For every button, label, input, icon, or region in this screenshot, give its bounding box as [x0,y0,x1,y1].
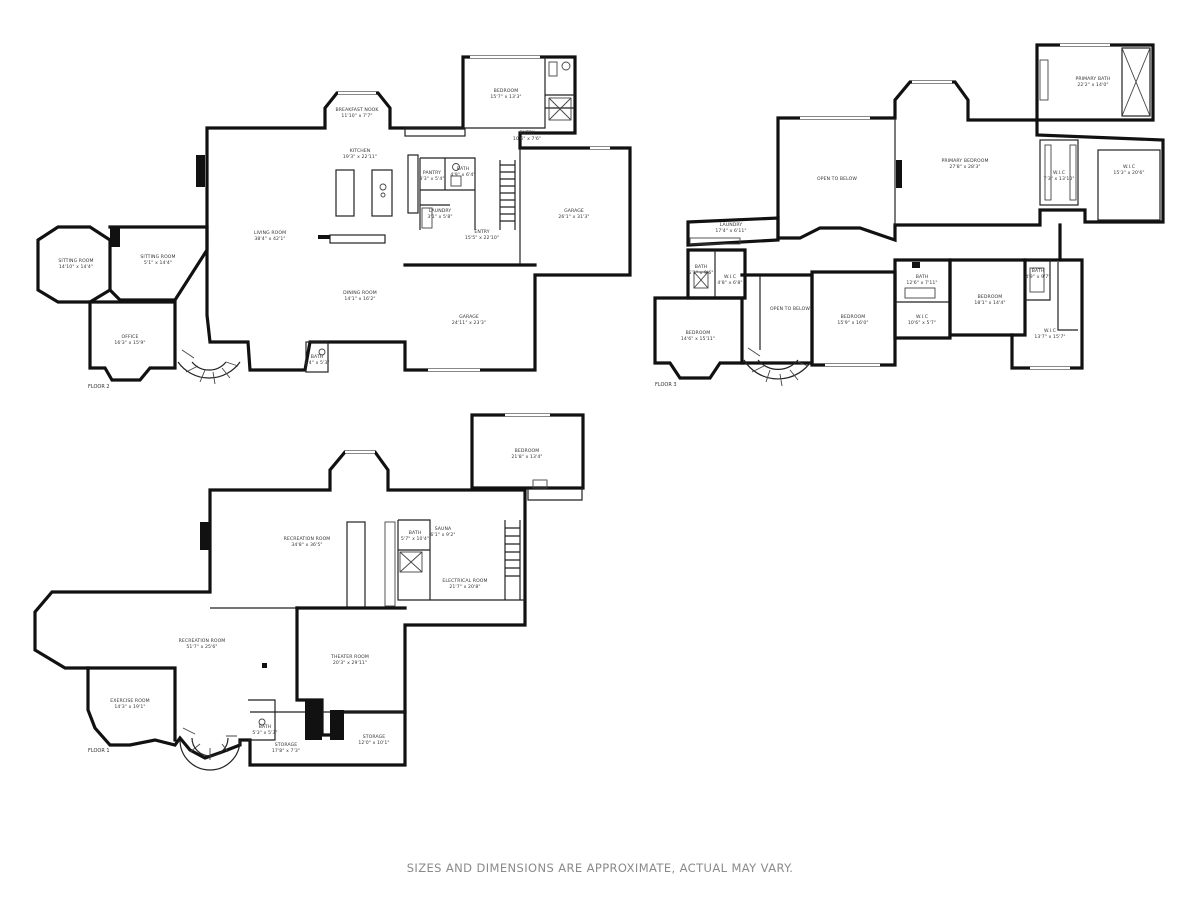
room-dims: 27'8" x 28'3" [949,164,980,170]
room-name: ENTRY [519,130,534,136]
room-dims: 15'9" x 16'0" [837,320,868,326]
room-dims: 12'0" x 10'1" [358,740,389,746]
room-name: SITTING ROOM [140,254,175,260]
room-dims: 3'1" x 5'8" [427,214,452,220]
room-dims: 21'7" x 20'8" [449,584,480,590]
room-dims: 16'3" x 15'9" [114,340,145,346]
room-name: ELECTRICAL ROOM [442,578,487,584]
disclaimer-text: SIZES AND DIMENSIONS ARE APPROXIMATE, AC… [407,861,794,875]
room-name: BEDROOM [841,314,866,320]
room-dims: 26'1" x 31'3" [558,214,589,220]
room-name: LAUNDRY [429,208,452,214]
room-name: W.I.C [1044,328,1056,334]
room-name: SAUNA [435,526,452,532]
room-name: GARAGE [564,208,584,214]
room-dims: 10'6" x 5'7" [908,320,936,326]
room-dims: 14'6" x 15'11" [681,336,715,342]
room-name: BEDROOM [494,88,519,94]
room-name: GARAGE [459,314,479,320]
room-name: BATH [311,354,324,360]
room-name: BEDROOM [686,330,711,336]
room-name: RECREATION ROOM [179,638,226,644]
room-dims: 21'8" x 13'4" [511,454,542,460]
room-dims: 6'1" x 9'2" [430,532,455,538]
room-name: STORAGE [363,734,386,740]
room-dims: 38'4" x 42'1" [254,236,285,242]
room-name: BATH [259,724,272,730]
room-dims: 5'1" x 14'4" [144,260,172,266]
room-name: DINING ROOM [343,290,377,296]
room-name: BREAKFAST NOOK [335,107,379,113]
room-dims: 24'11" x 23'3" [452,320,486,326]
room-name: THEATER ROOM [330,654,369,660]
room-dims: 15'3" x 20'6" [1113,170,1144,176]
room-name: W.I.C [724,274,736,280]
room-dims: 10'6" x 7'6" [513,136,541,142]
room-name: BATH [1032,268,1045,274]
room-name: OPEN TO BELOW [770,306,810,312]
room-dims: 17'8" x 7'3" [272,748,300,754]
room-name: OPEN TO BELOW [817,176,857,182]
room-name: LIVING ROOM [254,230,286,236]
room-dims: 5'7" x 10'4" [401,536,429,542]
room-dims: 17'4" x 6'11" [715,228,746,234]
room-name: PRIMARY BEDROOM [941,158,988,164]
room-name: W.I.C [1053,170,1065,176]
room-name: LAUNDRY [720,222,743,228]
room-name: PRIMARY BATH [1076,76,1111,82]
room-name: RECREATION ROOM [284,536,331,542]
room-dims: 13'7" x 15'7" [1034,334,1065,340]
room-name: BATH [695,264,708,270]
room-name: OFFICE [122,334,139,340]
room-name: KITCHEN [350,148,371,154]
room-name: BATH [409,530,422,536]
room-name: STORAGE [275,742,298,748]
room-dims: 4'9" x 6'4" [450,172,475,178]
room-dims: 4'9" x 9'7" [1025,274,1050,280]
room-dims: 5'1" x 9'6" [688,270,713,276]
room-dims: 12'6" x 7'11" [906,280,937,286]
floor-1-plan [33,413,585,771]
floor-label: FLOOR 1 [88,748,110,754]
room-name: SITTING ROOM [58,258,93,264]
room-dims: 5'3" x 5'3" [252,730,277,736]
room-name: W.I.C [916,314,928,320]
room-dims: 7'3" x 13'10" [1043,176,1074,182]
room-name: BATH [916,274,929,280]
room-dims: 14'10" x 14'4" [59,264,93,270]
room-dims: 5'4" x 5'3" [304,360,329,366]
room-dims: 3'3" x 5'4" [419,176,444,182]
room-labels: BEDROOM 15'7" x 13'3" BREAKFAST NOOK 11'… [58,76,1144,754]
room-dims: 51'7" x 25'6" [186,644,217,650]
room-name: EXERCISE ROOM [110,698,149,704]
room-name: W.I.C [1123,164,1135,170]
floor-3-plan [653,43,1165,387]
room-name: BEDROOM [978,294,1003,300]
room-dims: 18'1" x 14'4" [974,300,1005,306]
room-name: ENTRY [474,229,489,235]
room-name: BEDROOM [515,448,540,454]
floor-label: FLOOR 2 [88,384,110,390]
floor-2-plan [36,55,632,385]
room-dims: 14'1" x 16'2" [344,296,375,302]
room-dims: 19'3" x 22'11" [343,154,377,160]
room-dims: 11'10" x 7'7" [341,113,372,119]
room-name: BATH [457,166,470,172]
room-dims: 15'5" x 22'10" [465,235,499,241]
room-dims: 15'7" x 13'3" [490,94,521,100]
room-dims: 20'3" x 29'11" [333,660,367,666]
floor-label: FLOOR 3 [655,382,677,388]
room-name: PANTRY [423,170,441,176]
room-dims: 14'3" x 19'1" [114,704,145,710]
room-dims: 34'8" x 36'5" [291,542,322,548]
room-dims: 22'2" x 14'0" [1077,82,1108,88]
room-dims: 4'8" x 6'8" [717,280,742,286]
